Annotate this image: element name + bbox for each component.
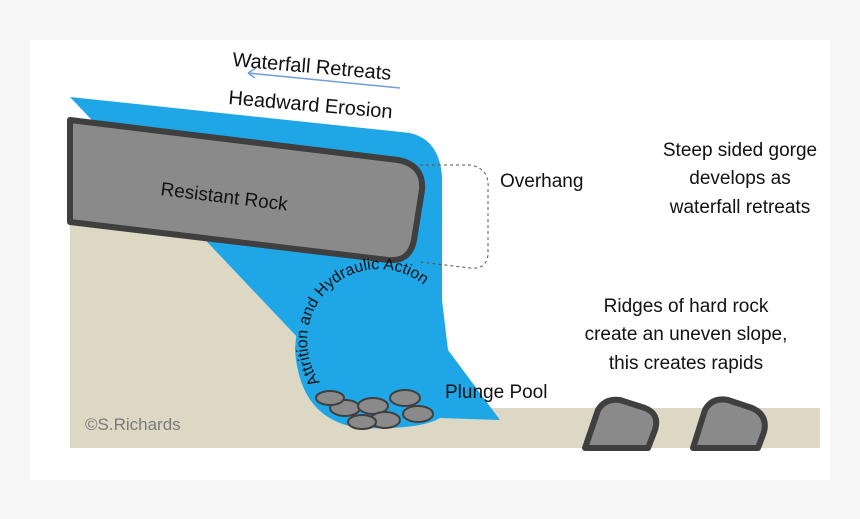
hard-rock-ridge-2 — [690, 396, 768, 451]
resistant-rock — [67, 117, 426, 264]
gorge-note-line-2: develops as — [689, 168, 790, 189]
copyright-label: ©S.Richards — [85, 415, 181, 434]
stone — [389, 389, 421, 407]
ridges-note-line-2: create an uneven slope, — [585, 324, 788, 345]
ridges-note-line-1: Ridges of hard rock — [604, 296, 769, 317]
stone — [347, 414, 377, 430]
ridges-note-line-3: this creates rapids — [609, 353, 763, 374]
arrow-left-icon — [247, 67, 401, 89]
stone — [315, 390, 345, 406]
plunge-pool-stones — [315, 389, 434, 430]
gorge-note-line-3: waterfall retreats — [669, 197, 810, 218]
ridges-note: Ridges of hard rock create an uneven slo… — [585, 296, 788, 374]
overhang-outline — [419, 164, 489, 269]
gorge-note-line-1: Steep sided gorge — [663, 140, 817, 161]
overhang-label: Overhang — [500, 171, 583, 192]
plunge-pool-label: Plunge Pool — [445, 382, 547, 403]
hard-rock-ridge-1 — [582, 396, 660, 451]
stone — [402, 405, 434, 423]
gorge-note: Steep sided gorge develops as waterfall … — [663, 140, 817, 218]
